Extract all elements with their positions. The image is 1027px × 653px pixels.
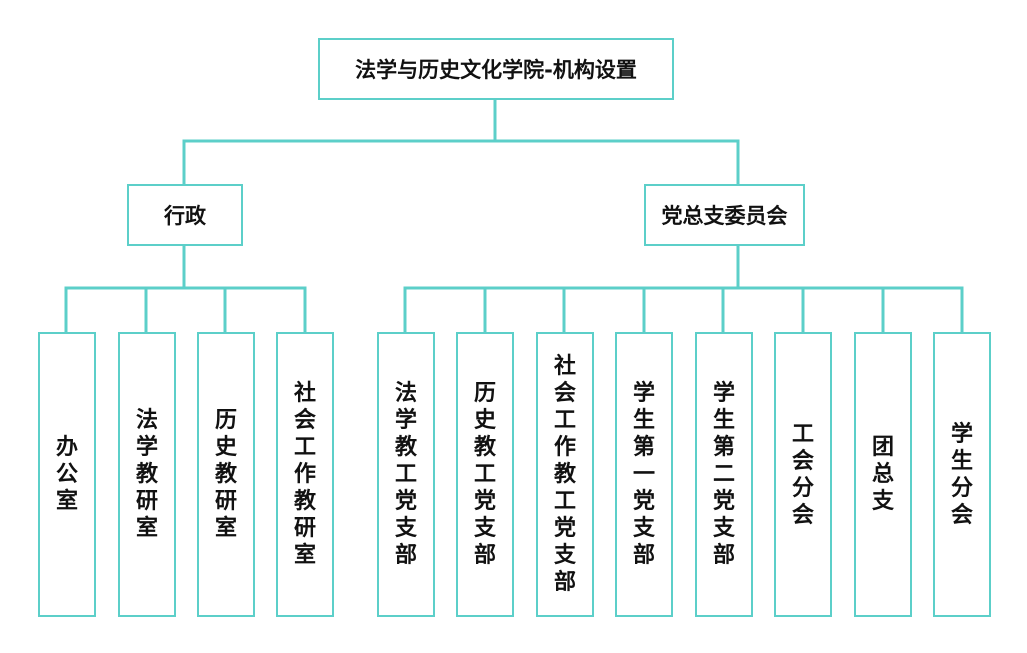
leaf-node: 办公室	[38, 332, 96, 617]
leaf-node: 学生分会	[933, 332, 991, 617]
root-node-label: 法学与历史文化学院-机构设置	[355, 58, 637, 82]
leaf-node-label: 历史教工党支部	[473, 381, 496, 568]
leaf-node-label: 工会分会	[791, 421, 814, 528]
leaf-node: 法学教研室	[118, 332, 176, 617]
leaf-node-label: 学生第一党支部	[632, 381, 655, 568]
group-node-admin: 行政	[127, 184, 243, 246]
leaf-node-label: 办公室	[55, 435, 78, 514]
leaf-node-label: 法学教研室	[135, 408, 158, 541]
root-node: 法学与历史文化学院-机构设置	[318, 38, 674, 100]
leaf-node: 社会工作教研室	[276, 332, 334, 617]
leaf-node-label: 社会工作教研室	[293, 381, 316, 568]
leaf-node: 历史教工党支部	[456, 332, 514, 617]
leaf-node-label: 学生第二党支部	[712, 381, 735, 568]
leaf-node-label: 历史教研室	[214, 408, 237, 541]
leaf-node: 团总支	[854, 332, 912, 617]
leaf-node: 工会分会	[774, 332, 832, 617]
leaf-node: 学生第二党支部	[695, 332, 753, 617]
group-node-admin-label: 行政	[164, 204, 206, 228]
group-node-party: 党总支委员会	[644, 184, 805, 246]
group-node-party-label: 党总支委员会	[661, 204, 788, 228]
leaf-node-label: 团总支	[871, 435, 894, 514]
leaf-node: 历史教研室	[197, 332, 255, 617]
leaf-node-label: 法学教工党支部	[394, 381, 417, 568]
leaf-node-label: 学生分会	[950, 421, 973, 528]
leaf-node: 社会工作教工党支部	[536, 332, 594, 617]
leaf-node: 学生第一党支部	[615, 332, 673, 617]
leaf-node-label: 社会工作教工党支部	[553, 354, 576, 595]
leaf-node: 法学教工党支部	[377, 332, 435, 617]
